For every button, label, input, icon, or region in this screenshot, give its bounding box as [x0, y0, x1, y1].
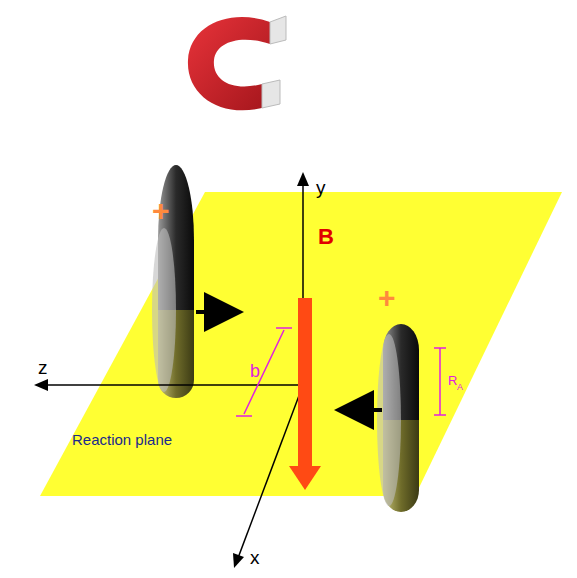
axis-label: z	[38, 358, 48, 377]
plane-label: Reaction plane	[72, 432, 172, 447]
dimension-subscript: A	[457, 383, 463, 392]
nucleus-right	[377, 324, 419, 512]
axis-label: y	[316, 178, 326, 197]
velocity-arrow	[196, 310, 236, 314]
velocity-arrow	[342, 408, 382, 412]
charge-sign: +	[378, 283, 396, 313]
radius-marker	[434, 348, 446, 415]
reaction-plane	[40, 192, 562, 496]
magnetic-field-arrow	[298, 298, 312, 468]
axes	[44, 182, 303, 558]
dimension-label: R	[448, 374, 457, 387]
impact-parameter	[236, 328, 292, 416]
charge-sign: +	[152, 196, 170, 226]
axis-label: x	[250, 548, 260, 567]
magnet	[188, 16, 286, 110]
nucleus-left	[152, 165, 194, 398]
dimension-label: b	[250, 362, 260, 380]
field-label: B	[318, 226, 334, 248]
